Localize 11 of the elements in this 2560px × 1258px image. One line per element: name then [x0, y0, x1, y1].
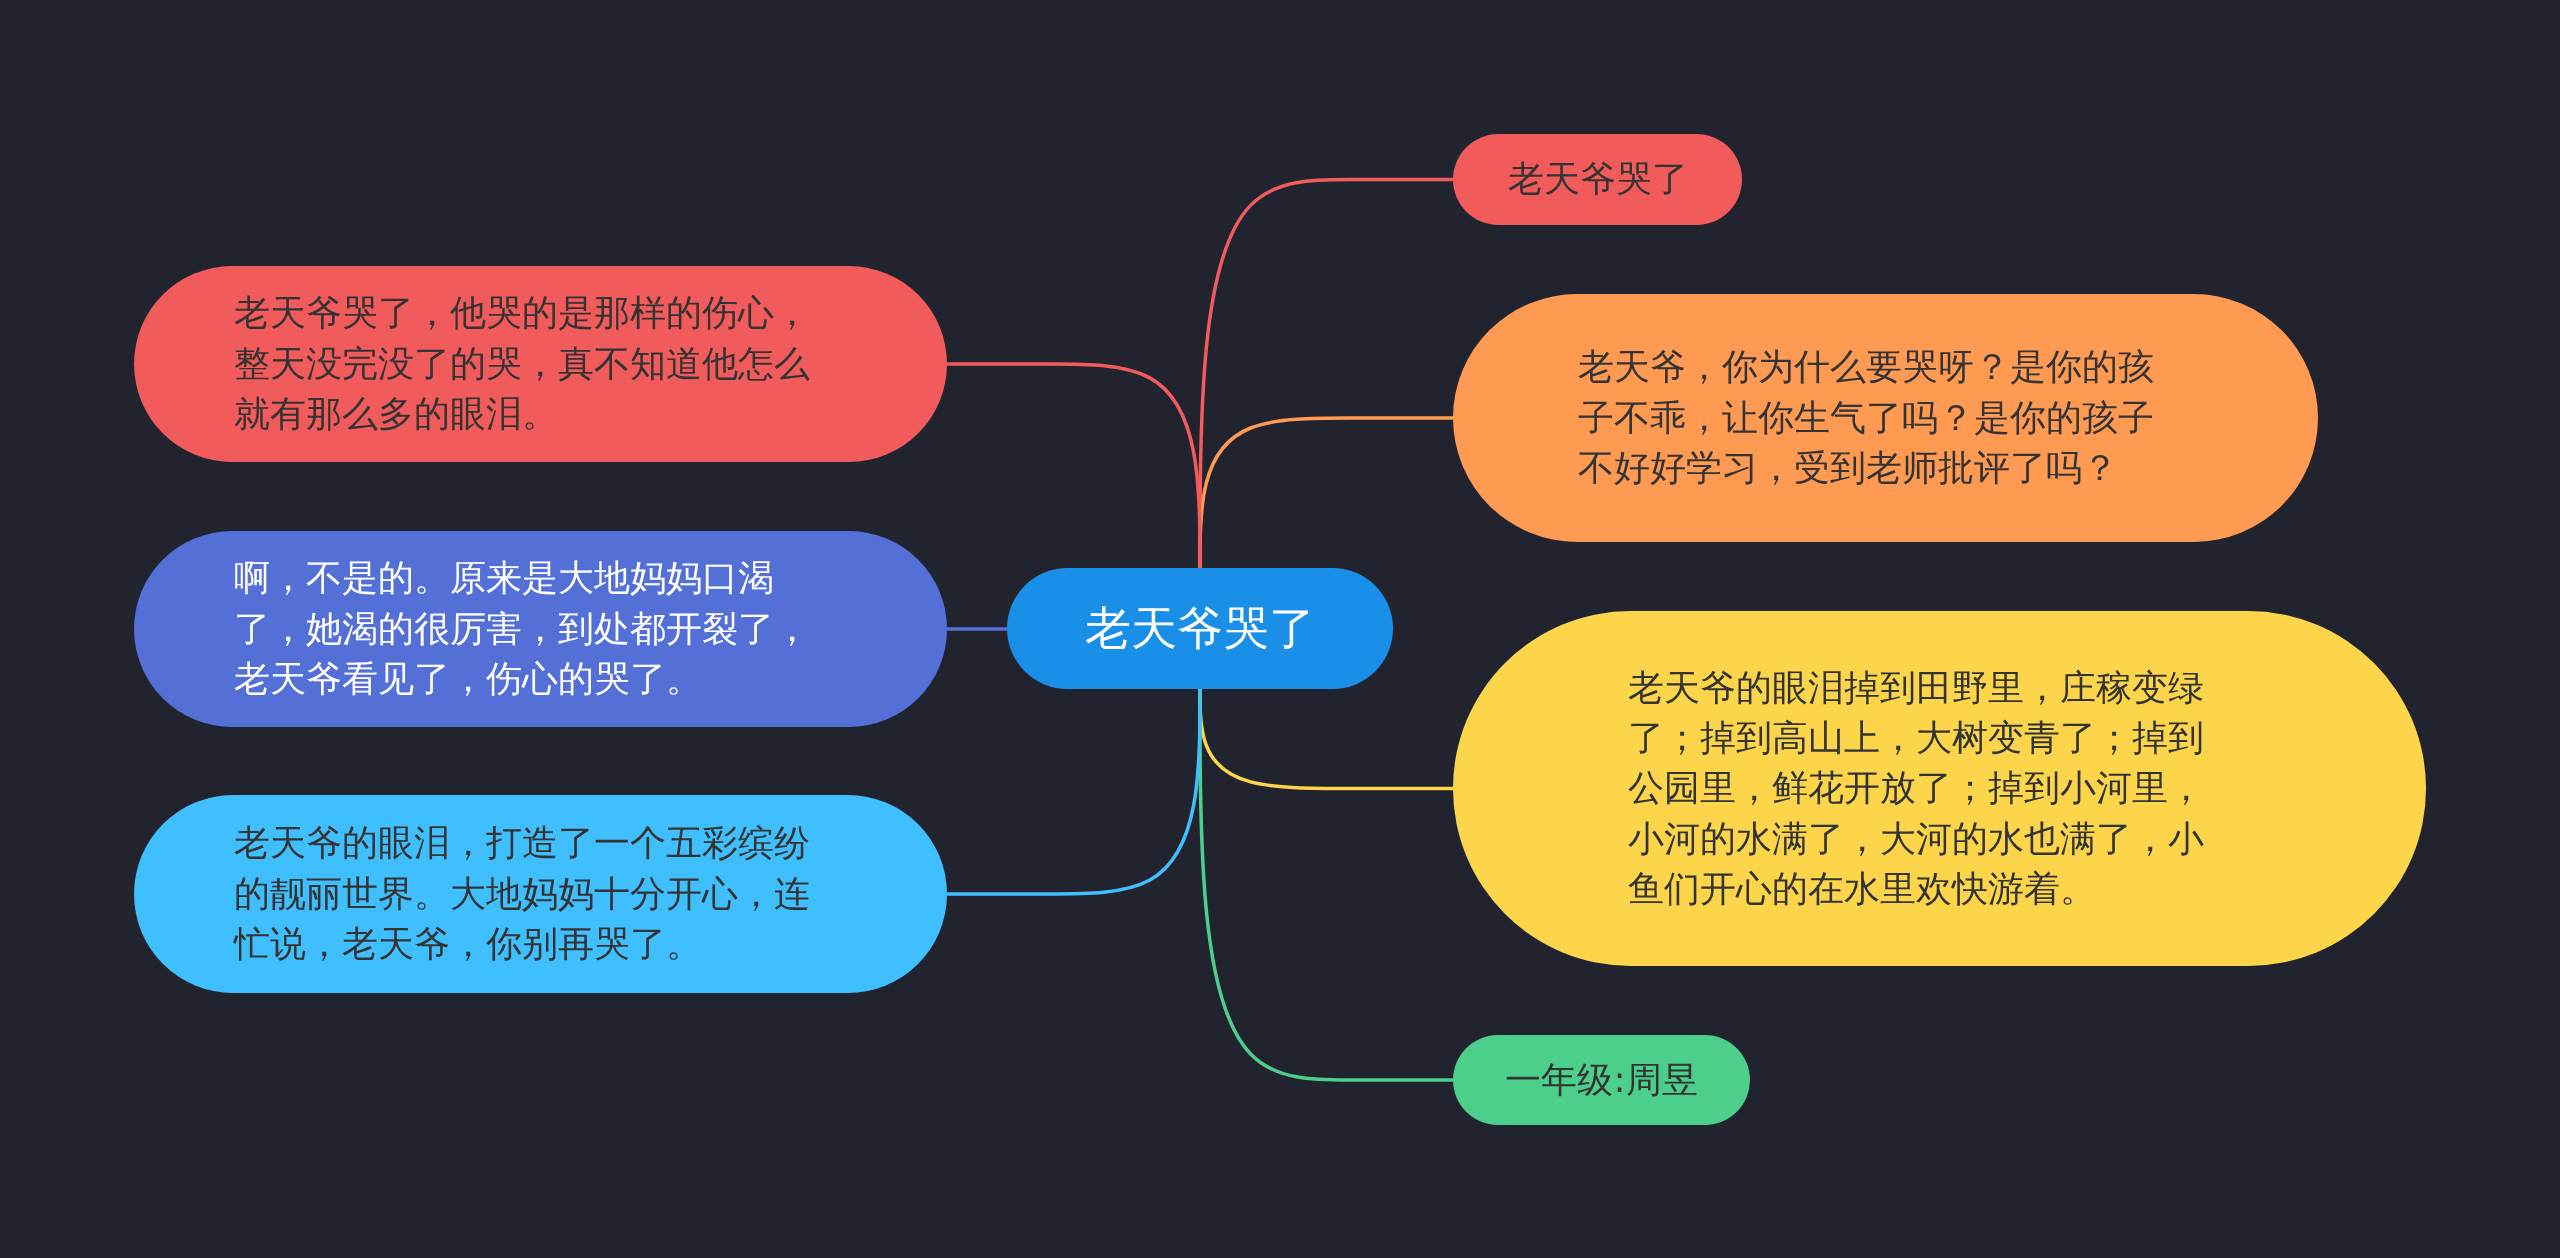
topic-bubble: 老天爷的眼泪掉到田野里，庄稼变绿了；掉到高山上，大树变青了；掉到公园里，鲜花开放了；掉到小河里，小河的水满了，大河的水也满了，小鱼们开心的在水里欢快游着。	[1453, 611, 2426, 966]
topic-bubble: 老天爷，你为什么要哭呀？是你的孩子不乖，让你生气了吗？是你的孩子不好好学习，受到老师批评了吗？	[1453, 294, 2318, 542]
connector-line	[947, 627, 1007, 631]
connector-line	[947, 362, 1202, 568]
central-topic: 老天爷哭了	[1007, 568, 1393, 689]
topic-bubble: 啊，不是的。原来是大地妈妈口渴了，她渴的很厉害，到处都开裂了，老天爷看见了，伤心的哭了。	[134, 531, 947, 727]
topic-bubble: 老天爷的眼泪，打造了一个五彩缤纷的靓丽世界。大地妈妈十分开心，连忙说，老天爷，你别再哭了。	[134, 795, 947, 993]
topic-bubble: 一年级:周昱	[1453, 1035, 1750, 1125]
topic-bubble: 老天爷哭了	[1453, 134, 1742, 225]
connector-line	[947, 689, 1202, 896]
topic-bubble: 老天爷哭了，他哭的是那样的伤心，整天没完没了的哭，真不知道他怎么就有那么多的眼泪。	[134, 266, 947, 462]
